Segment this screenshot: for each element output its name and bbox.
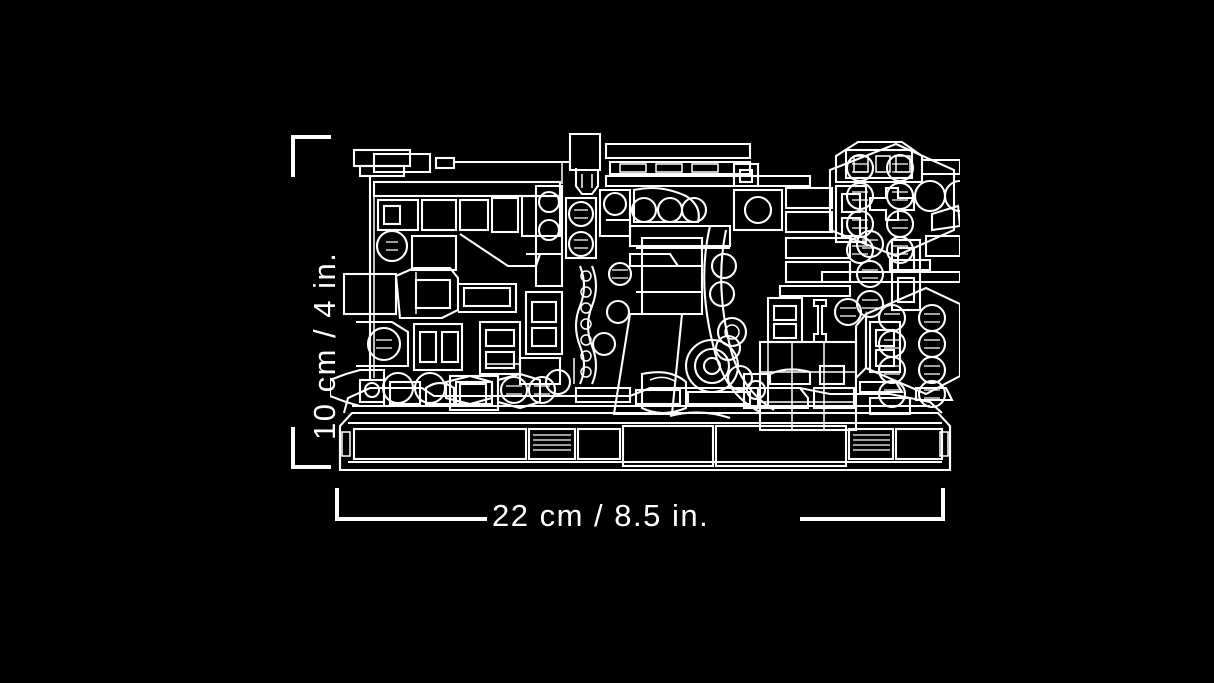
- vertical-bracket-bottom-arm: [291, 465, 331, 469]
- display-base: [338, 411, 952, 472]
- horizontal-dimension-label: 22 cm / 8.5 in.: [492, 498, 710, 533]
- center-section: [448, 184, 775, 416]
- hexagonal-engine-lower: [854, 286, 960, 409]
- model-line-art: .o{fill:none;stroke:#fff;stroke-width:2.…: [330, 126, 960, 478]
- misc-detail: [373, 162, 811, 384]
- vertical-bracket-upper-stem: [291, 135, 295, 177]
- horizontal-bracket-right-cap: [941, 488, 945, 521]
- vertical-bracket-top-arm: [291, 135, 331, 139]
- left-section: [330, 148, 562, 410]
- horizontal-bracket-left-cap: [335, 488, 339, 521]
- horizontal-bracket-right-line: [800, 517, 945, 521]
- horizontal-bracket-left-line: [335, 517, 487, 521]
- lower-greeble-band: [358, 364, 954, 416]
- vertical-bracket-lower-stem: [291, 427, 295, 469]
- hexagonal-engine-upper: [820, 142, 960, 284]
